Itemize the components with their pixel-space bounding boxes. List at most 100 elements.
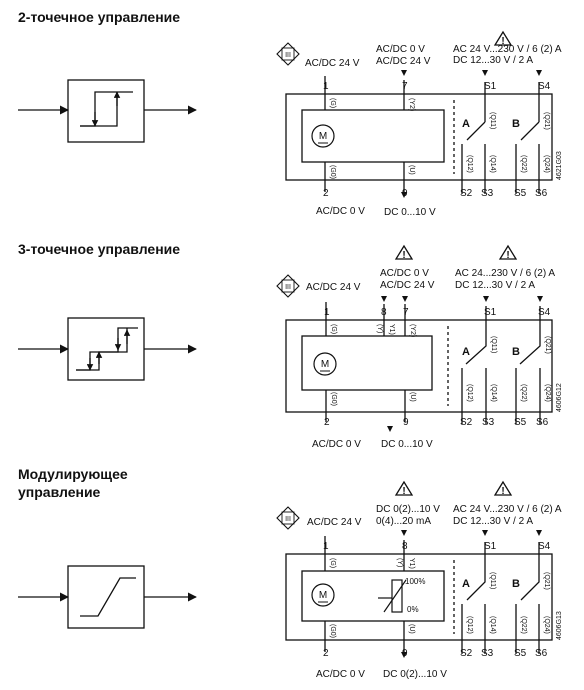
pin-s4: S4 (538, 307, 551, 318)
block-2point (18, 79, 197, 143)
bottom-supply-label: AC/DC 0 V (316, 206, 365, 217)
warning-icon: ! (493, 30, 513, 47)
signal-q11: (Q11) (489, 572, 496, 589)
pin-1: 1 (323, 541, 329, 552)
motor-box (301, 570, 445, 622)
input-label-2: AC/DC 24 V (376, 56, 431, 67)
aux-label-2: DC 12...30 V / 2 A (455, 280, 535, 291)
svg-text:!: ! (501, 36, 504, 47)
diagram-code: 4606G12 (556, 383, 563, 412)
aux-label-2: DC 12...30 V / 2 A (453, 516, 533, 527)
pin-s3: S3 (481, 648, 494, 659)
supply-label: AC/DC 24 V (307, 517, 362, 528)
wiring-3point: ! ! III AC/DC 24 V AC/DC 0 V AC/DC 24 V … (276, 244, 563, 450)
pin-9: 9 (402, 188, 408, 199)
hysteresis-lower (80, 92, 118, 127)
relay-a: A (462, 118, 470, 130)
motor-icon: M (311, 124, 335, 148)
section-title-modulating-line2: управление (18, 484, 101, 500)
relay-b: B (512, 578, 520, 590)
signal-g: (G) (329, 558, 336, 568)
pin-2: 2 (323, 188, 329, 199)
supply-label: AC/DC 24 V (306, 282, 361, 293)
signal-q12: (Q12) (466, 384, 473, 402)
supply-label: AC/DC 24 V (305, 58, 360, 69)
signal-u: (U) (409, 392, 416, 402)
signal-q14: (Q14) (489, 616, 496, 634)
function-box (67, 79, 145, 143)
protection-class-icon: III (276, 42, 300, 66)
pin-s3: S3 (481, 188, 494, 199)
motor-icon: M (313, 352, 337, 376)
pin-s1: S1 (484, 81, 497, 92)
pin-s3: S3 (482, 417, 495, 428)
signal-u: (U) (408, 165, 415, 175)
signal-q21: (Q21) (543, 572, 550, 590)
pin-s5: S5 (514, 648, 527, 659)
pin-s4: S4 (538, 81, 551, 92)
signal-q24: (Q24) (543, 616, 550, 634)
pin-8: 8 (402, 541, 408, 552)
pin-s2: S2 (460, 188, 473, 199)
relay-b: B (512, 118, 520, 130)
svg-text:!: ! (501, 486, 504, 497)
signal-y: (Y) (376, 324, 383, 333)
position-potentiometer-icon: 100% 0% (378, 577, 425, 614)
bottom-supply-label: AC/DC 0 V (316, 669, 365, 680)
pin-2: 2 (323, 648, 329, 659)
signal-g0: (G0) (329, 624, 336, 638)
signal-y1: Y1) (388, 324, 395, 335)
bottom-supply-label: AC/DC 0 V (312, 439, 361, 450)
relay-b: B (512, 346, 520, 358)
signal-g: (G) (329, 98, 336, 108)
pin-1: 1 (324, 307, 330, 318)
pin-8: 8 (381, 307, 387, 318)
section-title-3point: 3-точечное управление (18, 241, 181, 257)
signal-g0: (G0) (329, 165, 336, 179)
signal-q22: (Q22) (520, 155, 527, 173)
warning-icon: ! (493, 480, 513, 497)
svg-text:III: III (285, 284, 291, 291)
wiring-modulating: ! ! III AC/DC 24 V DC 0(2)...10 V 0(4)..… (276, 480, 563, 680)
pin-s6: S6 (535, 188, 548, 199)
actuator-housing (285, 553, 553, 641)
signal-y1: Y1) (408, 558, 415, 569)
pin-s4: S4 (538, 541, 551, 552)
signal-q12: (Q12) (466, 155, 473, 173)
signal-q21: (Q21) (543, 112, 550, 130)
protection-class-icon: III (276, 274, 300, 298)
step-upper (76, 327, 138, 371)
function-box (67, 565, 145, 629)
aux-label-1: AC 24...230 V / 6 (2) A (455, 268, 555, 279)
function-box (67, 317, 145, 381)
pin-1: 1 (323, 81, 329, 92)
diagram-code: 4621G03 (556, 151, 563, 180)
signal-q14: (Q14) (489, 155, 496, 173)
svg-text:III: III (285, 52, 291, 59)
signal-q22: (Q22) (520, 616, 527, 634)
pct-low: 0% (407, 605, 419, 614)
signal-g: (G) (330, 324, 337, 334)
signal-q12: (Q12) (466, 616, 473, 634)
svg-text:M: M (319, 590, 327, 601)
signal-q24: (Q24) (543, 155, 550, 173)
diagram-code: 4606G13 (556, 611, 563, 640)
pct-high: 100% (405, 577, 425, 586)
signal-q24: (Q24) (544, 384, 551, 402)
warning-icon: ! (498, 244, 518, 261)
signal-u: (U) (408, 624, 415, 634)
aux-label-1: AC 24 V...230 V / 6 (2) A (453, 504, 562, 515)
signal-q21: (Q21) (544, 336, 551, 354)
block-modulating (18, 565, 197, 629)
warning-icon: ! (394, 244, 414, 261)
svg-text:M: M (319, 131, 327, 142)
svg-text:!: ! (402, 250, 405, 261)
motor-icon: M (311, 583, 335, 607)
signal-g0: (G0) (330, 392, 337, 406)
svg-text:III: III (285, 516, 291, 523)
signal-q11: (Q11) (490, 336, 497, 353)
input-label-1: AC/DC 0 V (380, 268, 429, 279)
block-3point (18, 317, 197, 381)
signal-q11: (Q11) (489, 112, 496, 129)
